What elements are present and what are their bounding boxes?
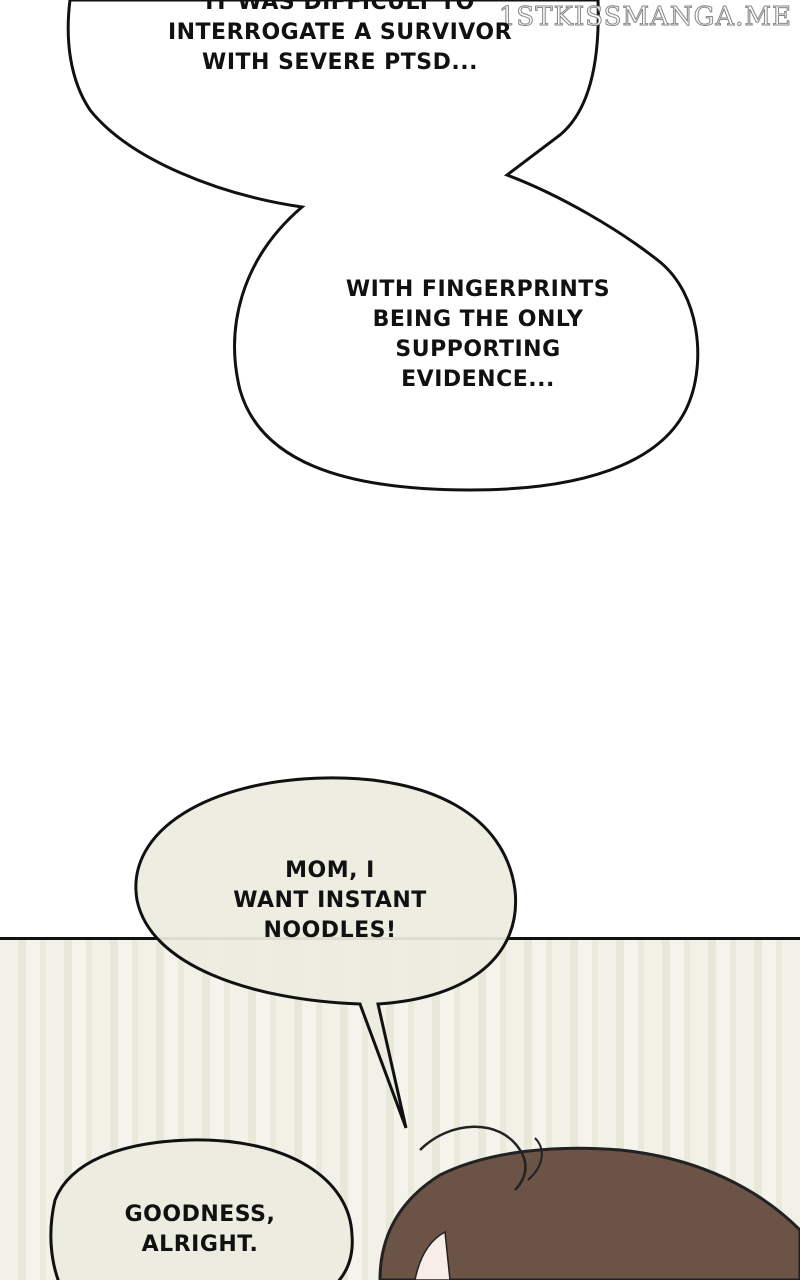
bubble-goodness [49,1138,354,1280]
bubble-goodness-text: GOODNESS, ALRIGHT. [124,1202,276,1257]
character-hair [378,1146,800,1280]
hair-ahoge-strand [419,1125,527,1191]
face-skin [414,1230,451,1280]
watermark-text: 1STKISSMANGA.ME [498,2,792,33]
bubble-top-partial [66,0,700,492]
bubble-noodles-text: MOM, I WANT INSTANT NOODLES! [233,858,427,943]
bubble-fingerprints-text: WITH FINGERPRINTS BEING THE ONLY SUPPORT… [345,277,611,392]
bubble-top-text: IT WAS DIFFICULT TO INTERROGATE A SURVIV… [167,0,513,75]
bubble-noodles [134,776,518,1129]
hair-ahoge-strand-2 [527,1137,543,1181]
